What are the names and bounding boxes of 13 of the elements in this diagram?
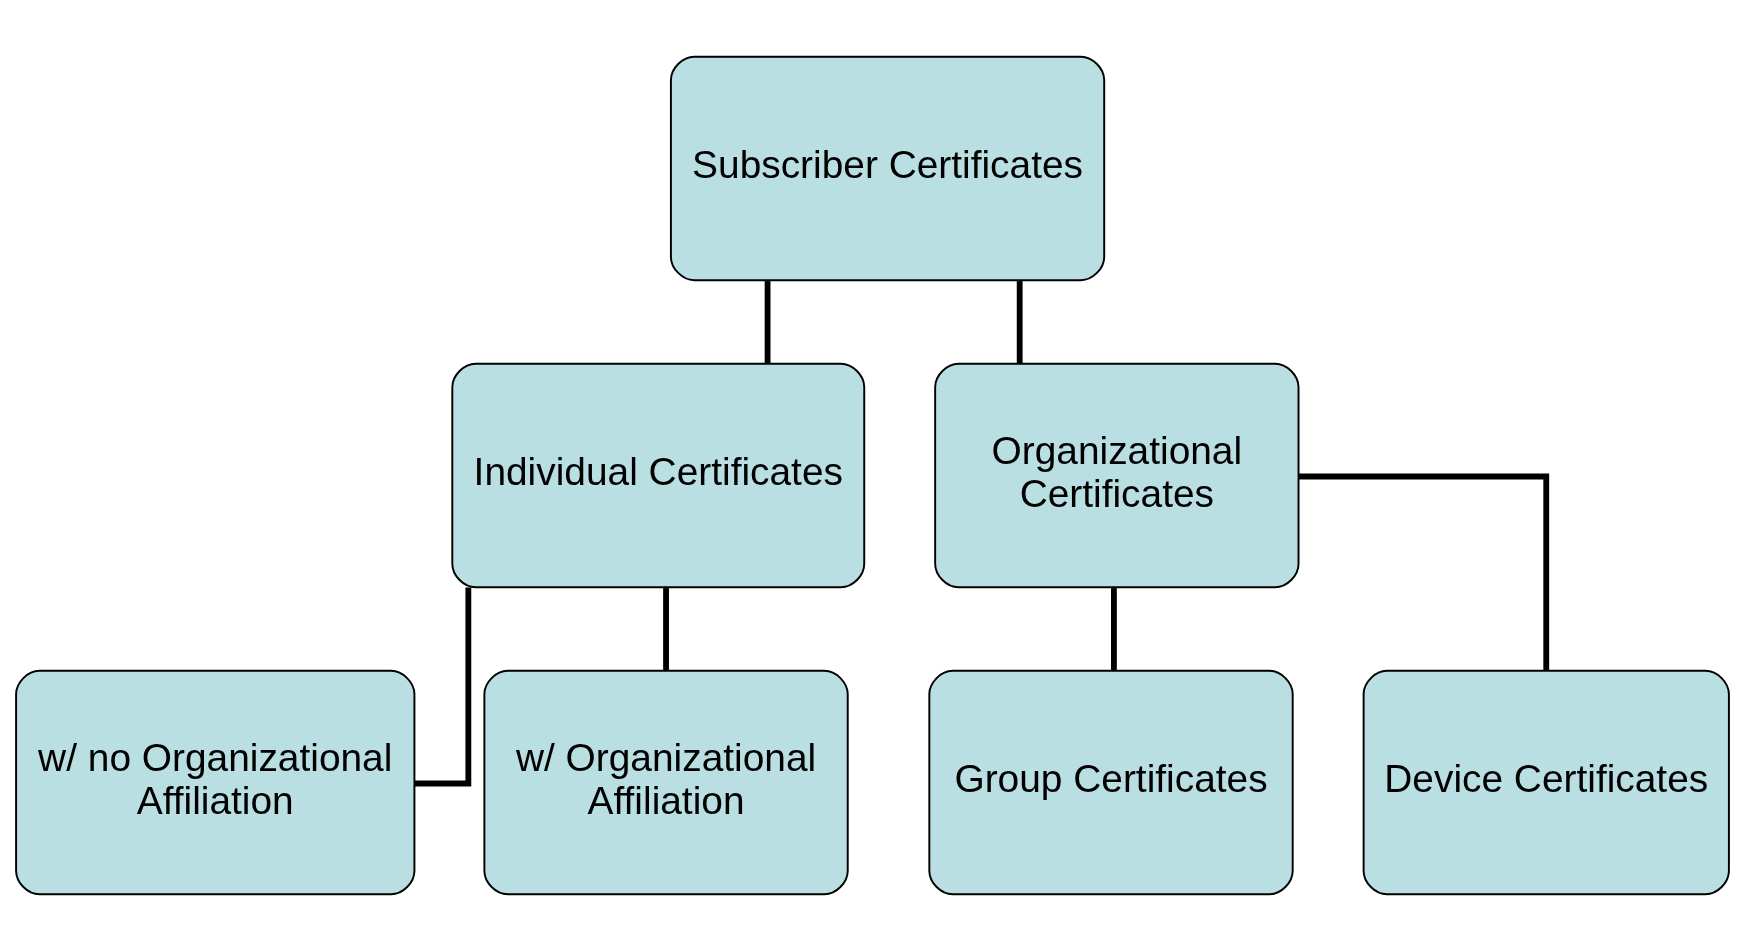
- node-box: Individual Certificates: [451, 362, 866, 589]
- node-box: Subscriber Certificates: [669, 55, 1106, 282]
- node-box: Group Certificates: [928, 669, 1294, 896]
- node-box: Device Certificates: [1362, 669, 1730, 896]
- connector: [663, 588, 669, 671]
- connector: [764, 281, 771, 364]
- connector: [1016, 281, 1023, 364]
- node-box: Organizational Certificates: [934, 362, 1300, 589]
- connector: [1298, 473, 1550, 671]
- connector: [1111, 588, 1117, 671]
- node-box: w/ no Organizational Affiliation: [15, 669, 416, 896]
- node-box: w/ Organizational Affiliation: [483, 669, 849, 896]
- connector: [414, 587, 472, 787]
